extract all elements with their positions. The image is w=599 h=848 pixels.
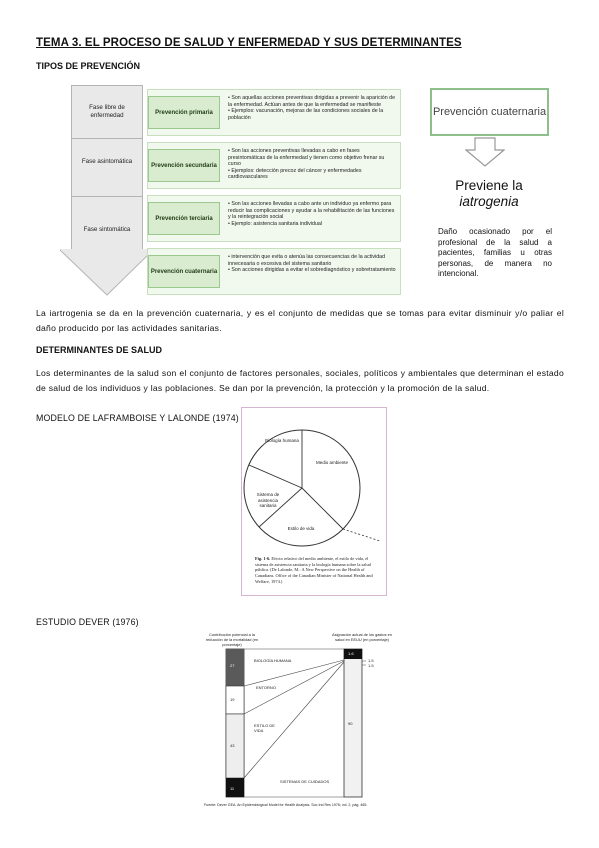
bullet-text: Ejemplos: vacunación, mejoras de las con… — [228, 108, 384, 121]
bullet-text: Son las acciones preventivas llevadas a … — [228, 148, 385, 168]
prevention-description: • Son las acciones preventivas llevadas … — [228, 148, 385, 181]
phases-arrow: Fase libre de enfermedad Fase asintomáti… — [71, 85, 143, 251]
dano-text: Daño ocasionado por el profesional de la… — [438, 227, 552, 278]
bullet-text: Ejemplos: detección precoz del cáncer y … — [228, 167, 362, 181]
previene-line: Previene la — [455, 178, 523, 193]
dever-footnote: Fuente: Dever GEA. An Epidemiological Mo… — [204, 803, 368, 807]
bullet-text: intervención que evita o atenúa las cons… — [228, 254, 386, 267]
arrow-head-icon — [60, 249, 154, 296]
iatrogenia-word: iatrogenia — [459, 194, 519, 209]
prevention-description: • intervención que evita o atenúa las co… — [228, 254, 396, 274]
paragraph-iatrogenia: La iartrogenia se da en la prevención cu… — [36, 308, 564, 333]
bullet-text: Son las acciones llevadas a cabo ante un… — [228, 201, 395, 221]
dever-category: ENTORNO — [256, 685, 276, 690]
dever-figure: Contribución potencial a la reducción de… — [202, 632, 424, 811]
phase-label: Fase asintomática — [81, 158, 133, 165]
previene-text: Previene la iatrogenia — [416, 178, 562, 210]
prevention-box-primaria: Prevención primaria • Son aquellas accio… — [147, 89, 401, 136]
pie-label: Estilo de vida — [287, 526, 315, 531]
dever-category: ESTILO DE VIDA — [254, 723, 275, 733]
section-heading-determinantes: DETERMINANTES DE SALUD — [36, 345, 163, 355]
dever-right-value: 1.5 — [368, 658, 374, 663]
pie-label: Sistema de asistencia sanitaria — [256, 492, 280, 508]
page-title: TEMA 3. EL PROCESO DE SALUD Y ENFERMEDAD… — [36, 37, 462, 49]
section-heading-tipos: TIPOS DE PREVENCIÓN — [36, 61, 141, 71]
prevention-box-terciaria: Prevención terciaria • Son las acciones … — [147, 195, 401, 242]
dever-left-value: 19 — [230, 697, 235, 702]
pie-label: Biología humana — [265, 438, 299, 443]
prevention-label: Prevención terciaria — [148, 202, 220, 235]
prevention-description: • Son las acciones llevadas a cabo ante … — [228, 201, 395, 227]
prevention-label: Prevención primaria — [148, 96, 220, 129]
prevention-box-secundaria: Prevención secundaria • Son las acciones… — [147, 142, 401, 189]
lalonde-caption: Fig. 1-6. Efecto relativo del medio ambi… — [255, 556, 379, 585]
caption-figure-number: Fig. 1-6. — [255, 556, 271, 561]
paragraph-determinantes: Los determinantes de la salud son el con… — [36, 368, 564, 393]
dever-right-value: 1.6 — [348, 651, 354, 656]
dever-category: BIOLOGÍA HUMANA — [254, 658, 292, 663]
phase-divider — [72, 196, 142, 197]
down-arrow-icon — [465, 137, 505, 167]
pie-chart — [243, 429, 381, 547]
bullet-text: Son aquellas acciones preventivas dirigi… — [228, 95, 396, 108]
dever-left-value: 11 — [230, 786, 235, 791]
caption-text: Efecto relativo del medio ambiente, el e… — [255, 556, 373, 584]
dever-left-header: Contribución potencial a la reducción de… — [205, 632, 259, 647]
prevention-box-cuaternaria: Prevención cuaternaria • intervención qu… — [147, 248, 401, 295]
dever-left-value: 43 — [230, 743, 235, 748]
lalonde-heading: MODELO DE LAFRAMBOISE Y LALONDE (1974) — [36, 413, 239, 423]
prevention-label: Prevención cuaternaria — [148, 255, 220, 288]
prevention-label: Prevención secundaria — [148, 149, 220, 182]
dever-diagram — [225, 648, 366, 798]
cuaternaria-box: Prevención cuaternaria — [430, 88, 549, 136]
phase-divider — [72, 138, 142, 139]
dever-heading: ESTUDIO DEVER (1976) — [36, 617, 139, 627]
prevention-description: • Son aquellas acciones preventivas diri… — [228, 95, 396, 121]
dever-right-value: 1.5 — [368, 663, 374, 668]
dever-right-header: Asignación actual de los gastos en salud… — [332, 632, 392, 642]
pie-label: Medio ambiente — [315, 460, 349, 465]
dever-left-value: 27 — [230, 663, 235, 668]
dever-category: SISTEMAS DE CUIDADOS — [280, 779, 330, 784]
bullet-text: Ejemplo: asistencia sanitaria individual — [231, 220, 323, 227]
phase-label: Fase libre de enfermedad — [89, 104, 125, 119]
lalonde-figure: Biología humana Medio ambiente Estilo de… — [241, 407, 387, 596]
bullet-text: Son acciones dirigidas a evitar el sobre… — [231, 267, 396, 274]
dever-right-value: 90 — [348, 721, 353, 726]
phase-label: Fase sintomática — [83, 226, 131, 233]
